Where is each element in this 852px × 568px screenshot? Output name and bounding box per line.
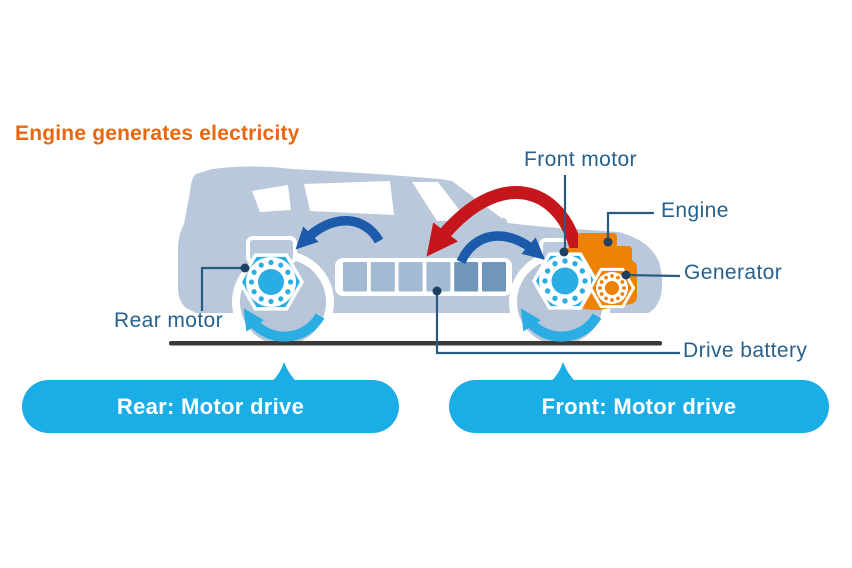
bearing-dot [582, 278, 588, 284]
front-callout-text: Front: Motor drive [541, 393, 737, 419]
leader-lines [200, 175, 681, 355]
bearing-dot [562, 298, 568, 304]
engine-label: Engine [661, 199, 729, 222]
front-motor-bearing [539, 255, 591, 307]
rear-motor-bearing [246, 257, 296, 307]
bearing-dot [258, 296, 264, 302]
generator-bearing [596, 272, 628, 304]
rear-callout-text: Rear: Motor drive [116, 393, 305, 419]
leader-dots [240, 237, 631, 296]
rear-motor-dot [240, 263, 250, 273]
bearing-dot [251, 269, 257, 275]
generator-label: Generator [684, 261, 783, 284]
battery-to-front-motor-arrow [456, 231, 546, 265]
bearing-dot [552, 295, 558, 302]
bearing-dot [599, 292, 604, 296]
front-motor-dot [559, 247, 569, 257]
bearing-dot [248, 279, 255, 285]
battery-cell-6 [482, 262, 506, 292]
front-motor [531, 252, 599, 310]
bearing-dot [622, 286, 626, 290]
rear-motor-leader [200, 266, 245, 311]
bearing-dot [268, 298, 274, 305]
bearing-dot [610, 298, 614, 302]
rear-wheel-rotation-arrow [243, 308, 325, 342]
front-motor-label: Front motor [524, 148, 637, 171]
bearing-hub [605, 281, 619, 295]
bearing-hub [551, 267, 579, 295]
drive-battery [335, 258, 512, 296]
engine-dot [603, 237, 613, 247]
bearing-dot [579, 268, 586, 274]
front-motor-drive-callout: Front: Motor drive [449, 380, 829, 433]
bearing-dot [268, 259, 274, 266]
battery-cell-4 [426, 262, 451, 292]
bearing-dot [579, 288, 586, 294]
engine-to-battery-arrow [426, 186, 584, 257]
ground-line [169, 341, 662, 346]
bearing-dot [599, 280, 604, 284]
generator [588, 267, 636, 309]
bearing-dot [598, 286, 602, 290]
bearing-dot [604, 296, 608, 301]
windshield [412, 182, 467, 221]
generator-leader [625, 273, 681, 278]
bearing-dot [616, 275, 620, 280]
rear-motor [237, 253, 305, 311]
side-window [304, 181, 394, 215]
rear-quarter-window [252, 185, 291, 212]
front-wheel-rotation-arrow [520, 308, 602, 342]
rear-motor-label: Rear motor [114, 309, 224, 332]
bearing-dot [604, 275, 608, 280]
bearing-dot [610, 274, 614, 278]
bearing-dot [544, 268, 551, 274]
bearing-dot [620, 280, 625, 284]
generator-dot [621, 270, 631, 280]
battery-cell-5 [454, 262, 479, 292]
rear-callout-pointer [270, 362, 298, 383]
battery-to-rear-motor-arrow [295, 216, 384, 250]
battery-cell-2 [370, 262, 395, 292]
bearing-dot [278, 296, 284, 302]
bearing-dot [572, 295, 578, 302]
bearing-dot [285, 269, 291, 275]
drive-battery-leader [435, 291, 680, 355]
bearing-dot [616, 296, 620, 301]
side-mirror [491, 218, 507, 229]
bearing-dot [258, 262, 264, 268]
bearing-dot [542, 278, 548, 284]
drive-battery-dot [432, 286, 442, 296]
bearing-dot [251, 289, 257, 295]
battery-cell-3 [398, 262, 423, 292]
bearing-hub [258, 269, 284, 295]
front-callout-pointer [549, 362, 577, 383]
battery-cells [343, 262, 506, 292]
bearing-dot [285, 289, 291, 295]
bearing-dot [278, 262, 284, 268]
drive-battery-label: Drive battery [683, 339, 808, 362]
bearing-dot [562, 258, 568, 264]
bearing-dot [552, 260, 558, 267]
bearing-dot [572, 260, 578, 267]
rear-motor-drive-callout: Rear: Motor drive [22, 380, 399, 433]
bearing-dot [287, 279, 294, 285]
engine-leader [606, 211, 654, 242]
bearing-dot [544, 288, 551, 294]
battery-cell-1 [343, 262, 367, 292]
bearing-dot [620, 292, 625, 296]
page-title: Engine generates electricity [15, 122, 300, 145]
